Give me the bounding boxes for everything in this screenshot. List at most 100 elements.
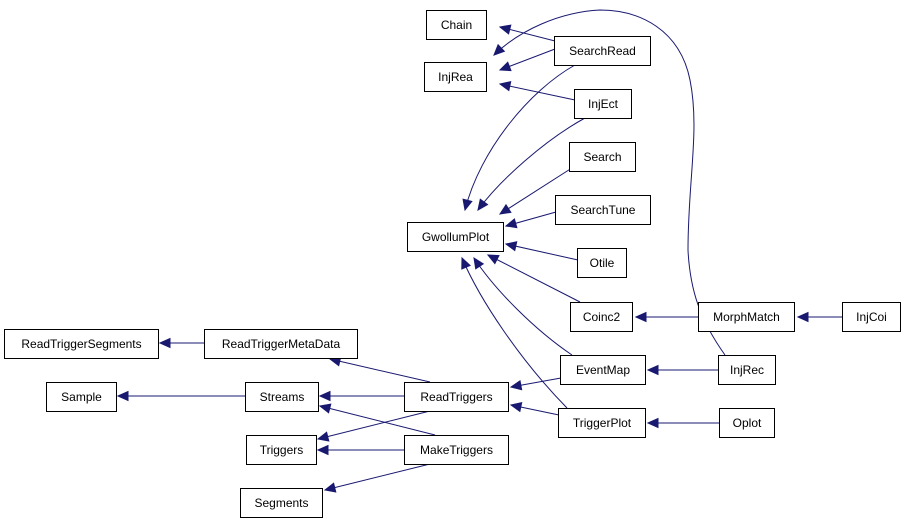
node-injcoi[interactable]: InjCoi [842,302,901,332]
edge-streams-to-sample [116,390,245,402]
node-box[interactable] [718,355,776,385]
edge-line [464,64,576,211]
edge-inject-to-injrea [498,81,576,101]
node-label: GwollumPlot [422,230,490,244]
node-eventmap[interactable]: EventMap [560,355,646,385]
node-searchtune[interactable]: SearchTune [555,195,651,225]
node-injrec[interactable]: InjRec [718,355,776,385]
node-box[interactable] [424,62,487,92]
node-label: MorphMatch [713,310,780,324]
arrow-head-icon [646,364,659,376]
arrow-head-icon [498,61,512,72]
node-oplot[interactable]: Oplot [719,408,775,438]
edge-line [493,9,726,356]
node-box[interactable] [842,302,901,332]
arrow-head-icon [634,311,647,323]
arrow-head-icon [646,417,659,429]
node-readtriggersegments[interactable]: ReadTriggerSegments [4,329,159,359]
node-box[interactable] [719,408,775,438]
node-box[interactable] [426,10,487,40]
arrow-head-icon [323,482,337,493]
edge-searchread-to-gwollumplot [462,64,576,212]
arrow-head-icon [504,218,518,229]
node-label: Triggers [260,443,304,457]
arrow-head-icon [316,444,329,456]
node-box[interactable] [4,329,159,359]
node-label: SearchRead [569,44,636,58]
edge-searchread-to-chain [498,24,556,42]
node-box[interactable] [46,382,117,412]
node-box[interactable] [560,355,646,385]
node-label: Sample [61,390,102,404]
node-box[interactable] [555,195,651,225]
node-readtriggermetadata[interactable]: ReadTriggerMetaData [204,329,358,359]
node-streams[interactable]: Streams [245,382,319,412]
edge-readtriggermetadata-to-readtriggersegments [158,337,204,349]
node-maketriggers[interactable]: MakeTriggers [404,435,509,465]
node-otile[interactable]: Otile [577,248,627,278]
node-box[interactable] [407,222,504,252]
edge-line [461,257,568,409]
edge-eventmap-to-readtriggers [509,377,562,391]
edge-searchtune-to-gwollumplot [504,211,557,229]
node-box[interactable] [554,36,651,66]
edge-line [487,254,581,303]
edge-inject-to-gwollumplot [477,117,586,211]
edge-triggerplot-to-readtriggers [509,401,560,416]
node-box[interactable] [246,435,317,465]
node-box[interactable] [574,89,632,119]
node-label: Search [583,150,621,164]
node-label: SearchTune [571,203,636,217]
node-morphmatch[interactable]: MorphMatch [698,302,795,332]
node-box[interactable] [204,329,358,359]
arrow-head-icon [158,337,171,349]
edge-injrec-to-eventmap [646,364,718,376]
arrow-head-icon [461,256,471,270]
arrow-head-icon [473,256,485,270]
node-label: Coinc2 [583,310,621,324]
node-label: Oplot [733,416,762,430]
node-search[interactable]: Search [569,142,636,172]
node-label: MakeTriggers [420,443,493,457]
node-box[interactable] [698,302,795,332]
edge-maketriggers-to-streams [318,403,436,436]
arrow-head-icon [509,379,523,391]
node-box[interactable] [404,435,509,465]
node-triggerplot[interactable]: TriggerPlot [558,408,646,438]
edge-triggerplot-to-gwollumplot [461,256,568,409]
edge-morphmatch-to-coinc2 [634,311,698,323]
node-searchread[interactable]: SearchRead [554,36,651,66]
arrow-head-icon [498,24,512,35]
node-injrea[interactable]: InjRea [424,62,487,92]
node-inject[interactable]: InjEct [574,89,632,119]
edge-eventmap-to-gwollumplot [473,256,573,356]
node-box[interactable] [240,488,323,518]
node-box[interactable] [569,142,636,172]
node-box[interactable] [404,382,509,412]
node-box[interactable] [577,248,627,278]
node-readtriggers[interactable]: ReadTriggers [404,382,509,412]
edges-layer [116,9,842,493]
arrow-head-icon [486,254,500,265]
edge-maketriggers-to-triggers [316,444,404,456]
edge-otile-to-gwollumplot [504,241,579,261]
edge-line [324,463,431,491]
node-coinc2[interactable]: Coinc2 [570,302,633,332]
node-triggers[interactable]: Triggers [246,435,317,465]
node-box[interactable] [558,408,646,438]
node-label: ReadTriggerMetaData [222,337,341,351]
node-chain[interactable]: Chain [426,10,487,40]
node-box[interactable] [245,382,319,412]
edge-readtriggers-to-triggers [316,410,431,442]
node-sample[interactable]: Sample [46,382,117,412]
node-segments[interactable]: Segments [240,488,323,518]
edge-line [477,117,586,211]
arrow-head-icon [318,390,331,402]
arrow-head-icon [116,390,129,402]
node-gwollumplot[interactable]: GwollumPlot [407,222,504,252]
node-box[interactable] [570,302,633,332]
edge-readtriggers-to-readtriggermetadata [328,356,431,383]
arrow-head-icon [318,403,332,414]
node-label: Chain [441,18,472,32]
node-label: InjEct [588,97,619,111]
